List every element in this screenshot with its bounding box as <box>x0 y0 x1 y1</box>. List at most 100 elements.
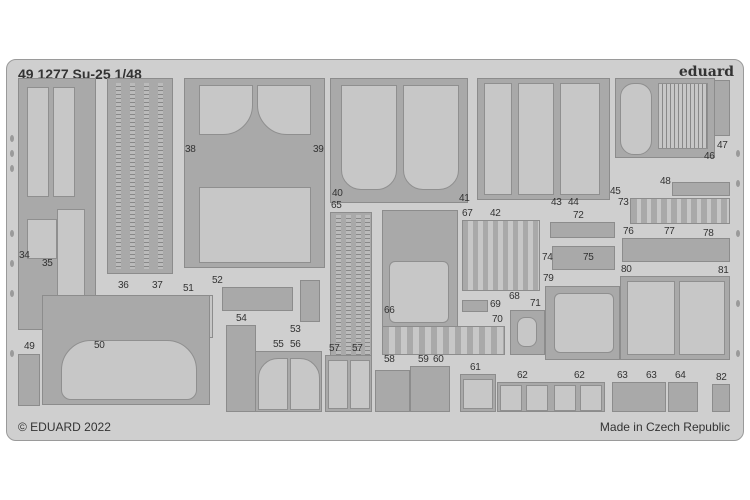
part-label: 38 <box>185 144 196 155</box>
part-58 <box>375 370 410 412</box>
part-label: 77 <box>664 226 675 237</box>
part-detail <box>199 187 311 263</box>
part-label: 62 <box>574 370 585 381</box>
part-detail <box>258 358 288 410</box>
part-label: 43 <box>551 197 562 208</box>
part-34-35 <box>18 78 96 330</box>
part-label: 63 <box>617 370 628 381</box>
part-54 <box>226 325 256 412</box>
part-detail <box>61 340 197 400</box>
part-52 <box>222 287 293 311</box>
eduard-logo: eduard <box>678 64 734 80</box>
part-detail <box>53 87 75 197</box>
part-detail <box>526 385 548 411</box>
part-label: 79 <box>543 273 554 284</box>
part-label: 58 <box>384 354 395 365</box>
part-73 <box>630 198 730 224</box>
part-detail <box>517 317 537 347</box>
part-detail <box>341 85 397 190</box>
part-detail <box>554 293 614 353</box>
part-55-56 <box>255 351 322 412</box>
part-49 <box>18 354 40 406</box>
part-72 <box>550 222 615 238</box>
part-detail <box>620 83 652 155</box>
part-detail <box>336 215 341 358</box>
copyright: © EDUARD 2022 <box>18 420 111 434</box>
part-label: 63 <box>646 370 657 381</box>
part-label: 47 <box>717 140 728 151</box>
part-71 <box>510 310 545 355</box>
part-detail <box>365 215 370 358</box>
part-label: 70 <box>492 314 503 325</box>
part-label: 72 <box>573 210 584 221</box>
part-detail <box>500 385 522 411</box>
part-label: 74 <box>542 252 553 263</box>
part-label: 45 <box>610 186 621 197</box>
part-detail <box>27 87 49 197</box>
part-36-37 <box>107 78 173 274</box>
part-detail <box>116 83 121 269</box>
part-label: 61 <box>470 362 481 373</box>
part-67-68 <box>462 220 540 291</box>
part-label: 40 <box>332 188 343 199</box>
part-74-75 <box>552 246 615 270</box>
part-label: 78 <box>703 228 714 239</box>
part-label: 68 <box>509 291 520 302</box>
part-62 <box>497 382 605 412</box>
part-label: 57 <box>352 343 363 354</box>
part-80-81 <box>620 276 730 360</box>
part-38-39 <box>184 78 325 268</box>
part-46 <box>615 78 715 158</box>
part-detail <box>560 83 600 195</box>
part-detail <box>389 261 449 323</box>
part-label: 54 <box>236 313 247 324</box>
attachment-hole <box>736 180 740 187</box>
part-detail <box>658 83 708 149</box>
attachment-hole <box>736 230 740 237</box>
attachment-hole <box>10 230 14 237</box>
part-57 <box>325 355 372 412</box>
attachment-hole <box>10 350 14 357</box>
part-label: 48 <box>660 176 671 187</box>
part-detail <box>130 83 135 269</box>
part-detail <box>144 83 149 269</box>
part-label: 56 <box>290 339 301 350</box>
part-label: 39 <box>313 144 324 155</box>
part-label: 53 <box>290 324 301 335</box>
attachment-hole <box>736 350 740 357</box>
part-label: 62 <box>517 370 528 381</box>
attachment-hole <box>10 150 14 157</box>
part-label: 46 <box>704 151 715 162</box>
part-63 <box>612 382 666 412</box>
part-50 <box>42 295 210 405</box>
part-79 <box>545 286 620 360</box>
part-label: 37 <box>152 280 163 291</box>
part-48 <box>672 182 730 196</box>
part-detail <box>679 281 725 355</box>
origin-text: Made in Czech Republic <box>599 420 730 434</box>
part-detail <box>580 385 602 411</box>
part-detail <box>554 385 576 411</box>
part-detail <box>199 85 253 135</box>
part-label: 59 <box>418 354 429 365</box>
part-label: 50 <box>94 340 105 351</box>
part-53 <box>300 280 320 322</box>
part-detail <box>346 215 351 358</box>
attachment-hole <box>736 300 740 307</box>
part-label: 80 <box>621 264 632 275</box>
part-label: 42 <box>490 208 501 219</box>
part-label: 51 <box>183 283 194 294</box>
part-label: 75 <box>583 252 594 263</box>
part-label: 36 <box>118 280 129 291</box>
part-47 <box>714 80 730 136</box>
part-label: 67 <box>462 208 473 219</box>
part-label: 64 <box>675 370 686 381</box>
part-label: 55 <box>273 339 284 350</box>
attachment-hole <box>736 150 740 157</box>
part-detail <box>158 83 163 269</box>
part-label: 69 <box>490 299 501 310</box>
part-detail <box>627 281 675 355</box>
part-detail <box>356 215 361 358</box>
part-detail <box>350 360 370 409</box>
part-label: 52 <box>212 275 223 286</box>
